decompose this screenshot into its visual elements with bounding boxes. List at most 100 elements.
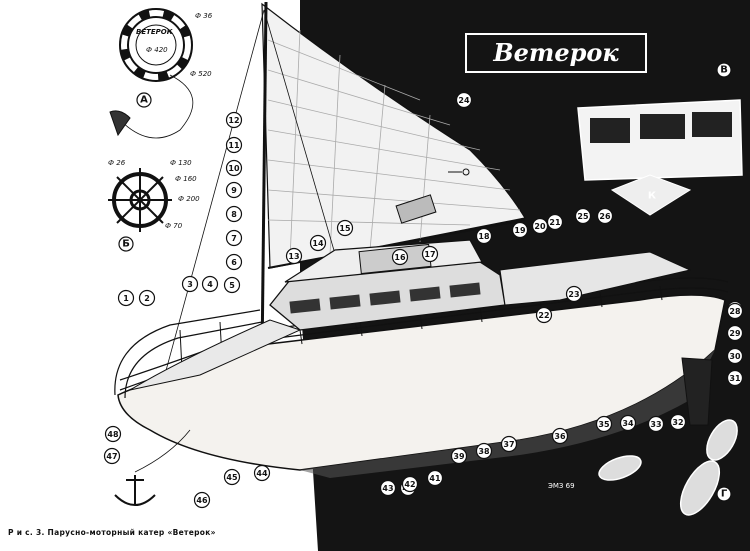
- callout-marker-14: [309, 234, 327, 252]
- lifebuoy-dim-tag: Ф 36: [195, 12, 213, 20]
- callout-marker-36: [551, 427, 569, 445]
- callout-label-19: 19: [514, 226, 526, 235]
- callout-marker-6: [225, 253, 243, 271]
- wheel-dim-5: Ф 70: [165, 222, 183, 230]
- callout-marker-31: [726, 369, 744, 387]
- callout-marker-1: [117, 289, 135, 307]
- wheel-dim-4: Ф 200: [178, 195, 200, 203]
- callout-marker-21: [546, 213, 564, 231]
- callout-label-2: 2: [144, 294, 150, 303]
- callout-marker-46: [193, 491, 211, 509]
- callout-label-18: 18: [478, 232, 490, 241]
- callout-marker-7: [225, 229, 243, 247]
- logo-frame: [465, 33, 647, 73]
- callout-label-48: 48: [107, 430, 119, 439]
- callout-marker-13: [285, 247, 303, 265]
- callout-label-21: 21: [549, 218, 561, 227]
- logo-title: Ветерок: [493, 38, 619, 67]
- callout-marker-39: [450, 447, 468, 465]
- callout-label-36: 36: [554, 432, 566, 441]
- lifebuoy-dim-inner: Ф 420: [146, 46, 168, 54]
- callout-marker-17: [421, 245, 439, 263]
- callout-marker-47: [103, 447, 121, 465]
- callout-marker-30: [726, 347, 744, 365]
- callout-marker-33: [647, 415, 665, 433]
- callout-marker-26: [596, 207, 614, 225]
- callout-label-6: 6: [231, 258, 237, 267]
- callout-label-20: 20: [534, 222, 546, 231]
- dashboard-detail: [577, 99, 743, 216]
- callout-label-23: 23: [568, 290, 579, 299]
- callout-marker-29: [726, 324, 744, 342]
- callout-label-47: 47: [106, 452, 117, 461]
- hull-shadow: [300, 350, 715, 478]
- callout-marker-43: [379, 479, 397, 497]
- callout-marker-18: [475, 227, 493, 245]
- callout-marker-20: [531, 217, 549, 235]
- lifebuoy-dim-outer: Ф 520: [190, 70, 212, 78]
- callout-marker-38: [475, 442, 493, 460]
- callout-marker-4: [201, 275, 219, 293]
- callout-label-24: 24: [458, 96, 470, 105]
- callout-label-17: 17: [424, 250, 435, 259]
- callout-marker-16: [391, 248, 409, 266]
- callout-label-15: 15: [339, 224, 351, 233]
- callout-marker-22: [535, 306, 553, 324]
- callout-marker-32: [669, 413, 687, 431]
- lifebuoy: [119, 8, 193, 82]
- forward-deck: [129, 319, 302, 391]
- callout-label-28: 28: [729, 307, 741, 316]
- callout-marker-45: [223, 468, 241, 486]
- wheel-dim-3: Ф 160: [175, 175, 197, 183]
- callout-label-33: 33: [650, 420, 661, 429]
- callout-label-41: 41: [429, 474, 441, 483]
- callout-marker-19: [511, 221, 529, 239]
- callout-label-1: 1: [123, 294, 129, 303]
- view-letter-v: В: [720, 65, 728, 76]
- callout-label-43: 43: [382, 484, 393, 493]
- view-letter-k: К: [648, 191, 657, 202]
- callout-label-26: 26: [599, 212, 611, 221]
- steering-wheel: [108, 168, 172, 232]
- callout-marker-35: [595, 415, 613, 433]
- callout-label-7: 7: [231, 234, 237, 243]
- callout-label-37: 37: [503, 440, 514, 449]
- callout-label-38: 38: [478, 447, 490, 456]
- callout-label-34: 34: [622, 419, 634, 428]
- callout-label-32: 32: [672, 418, 683, 427]
- callout-label-30: 30: [729, 352, 741, 361]
- callout-marker-10: [225, 159, 243, 177]
- callout-label-10: 10: [228, 164, 240, 173]
- callout-marker-11: [225, 136, 243, 154]
- callout-label-14: 14: [312, 239, 324, 248]
- callout-label-3: 3: [187, 280, 193, 289]
- wheel-dim-2: Ф 130: [170, 159, 192, 167]
- callout-marker-5: [223, 276, 241, 294]
- boom: [267, 219, 526, 269]
- mainsail: [261, 2, 526, 269]
- artist-signature: ЭМЗ 69: [548, 482, 575, 490]
- callout-marker-44: [253, 464, 271, 482]
- callout-label-5: 5: [229, 281, 235, 290]
- view-letter-g: Г: [721, 489, 728, 500]
- callout-marker-24: [455, 91, 473, 109]
- cabin-windows: [289, 282, 481, 314]
- sail-window: [395, 194, 437, 224]
- callout-label-22: 22: [538, 311, 549, 320]
- propeller-detail: [598, 419, 738, 516]
- callout-label-8: 8: [231, 210, 237, 219]
- cockpit-deck: [499, 251, 692, 306]
- callout-marker-23: [565, 285, 583, 303]
- callout-marker-37: [500, 435, 518, 453]
- callout-marker-42: [401, 475, 419, 493]
- callout-marker-3: [181, 275, 199, 293]
- callout-marker-15: [336, 219, 354, 237]
- callout-marker-34: [619, 414, 637, 432]
- callout-marker-8: [225, 205, 243, 223]
- callout-label-11: 11: [228, 141, 240, 150]
- callout-marker-48: [104, 425, 122, 443]
- callout-label-4: 4: [207, 280, 213, 289]
- callout-label-35: 35: [598, 420, 610, 429]
- callout-label-9: 9: [231, 186, 237, 195]
